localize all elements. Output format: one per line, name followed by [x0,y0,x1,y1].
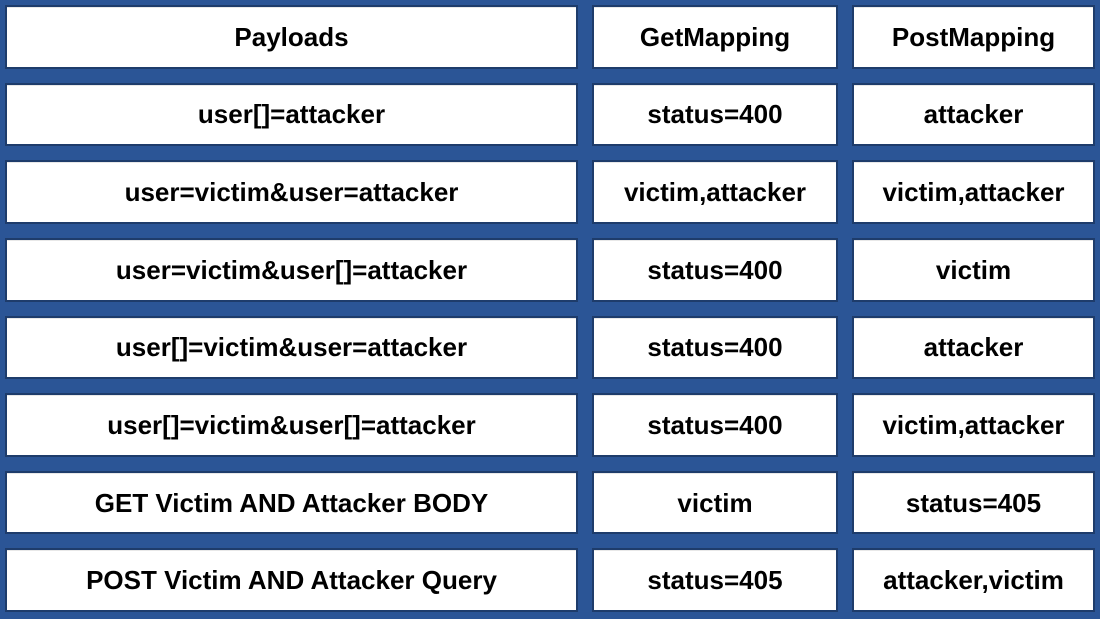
cell-postmapping-result: victim,attacker [852,160,1095,224]
cell-payload: user=victim&user[]=attacker [5,237,578,302]
cell-getmapping-result: status=405 [592,548,838,612]
cell-getmapping-result: victim,attacker [592,160,838,224]
cell-getmapping-result: status=400 [592,393,838,457]
cell-payload: user=victim&user=attacker [5,160,578,224]
cell-getmapping-result: victim [592,470,838,535]
column-header-getmapping: GetMapping [592,5,838,69]
cell-postmapping-result: victim,attacker [852,393,1095,457]
cell-payload: user[]=attacker [5,82,578,147]
cell-getmapping-result: status=400 [592,82,838,147]
cell-getmapping-result: status=400 [592,315,838,380]
cell-postmapping-result: victim [852,237,1095,302]
column-header-postmapping: PostMapping [852,5,1095,69]
cell-postmapping-result: status=405 [852,470,1095,535]
cell-postmapping-result: attacker [852,82,1095,147]
cell-payload: GET Victim AND Attacker BODY [5,470,578,535]
cell-payload: user[]=victim&user[]=attacker [5,393,578,457]
column-header-payloads: Payloads [5,5,578,69]
cell-postmapping-result: attacker,victim [852,548,1095,612]
cell-payload: user[]=victim&user=attacker [5,315,578,380]
cell-getmapping-result: status=400 [592,237,838,302]
cell-payload: POST Victim AND Attacker Query [5,548,578,612]
cell-postmapping-result: attacker [852,315,1095,380]
